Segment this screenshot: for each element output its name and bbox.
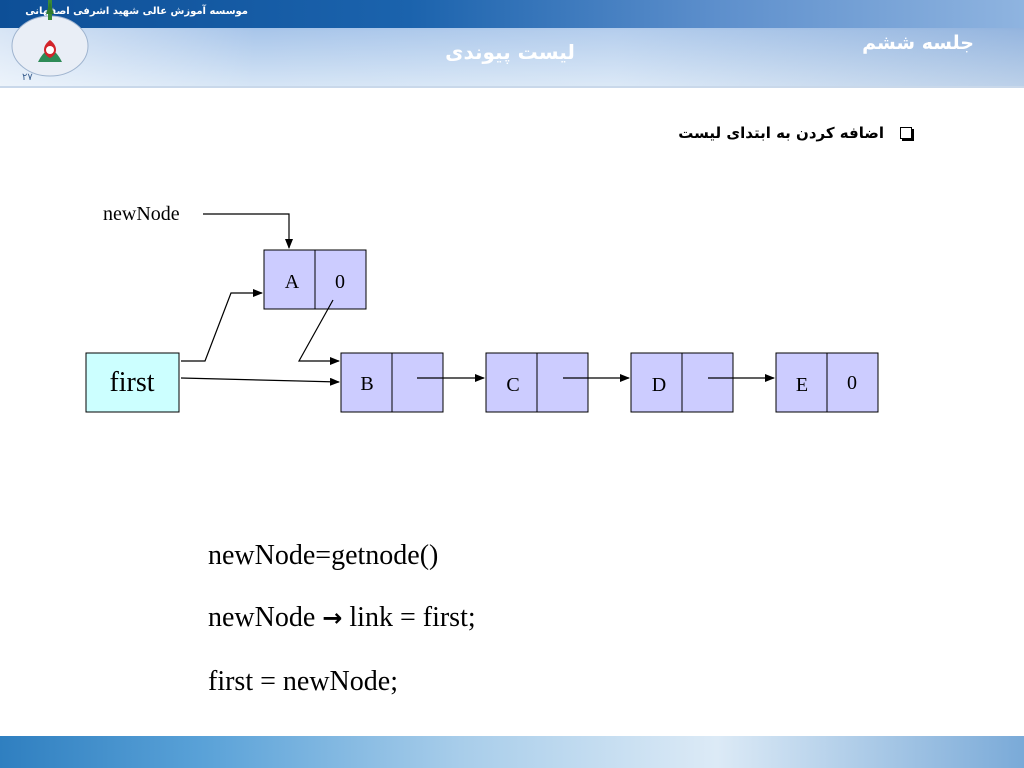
code-line-getnode: newNode=getnode()	[208, 540, 439, 571]
code-line-link-start: newNode	[208, 602, 323, 633]
code-line-link: newNode → link = first;	[208, 602, 476, 634]
code-line-assign: first = newNode;	[208, 666, 398, 697]
node-d: D	[630, 352, 734, 413]
node-d-data: D	[652, 374, 666, 396]
node-c-data: C	[506, 374, 519, 396]
session-label: جلسه ششم	[862, 32, 974, 54]
first-pointer-label: first	[109, 367, 154, 398]
bullet-text: اضافه کردن به ابتدای لیست	[678, 124, 884, 142]
first-to-b-arrow	[180, 377, 340, 386]
node-b-data: B	[360, 373, 373, 395]
right-arrow-icon: →	[322, 604, 343, 632]
node-a-data: A	[285, 271, 300, 293]
first-to-a-arrow	[181, 289, 263, 362]
node-a-link: 0	[335, 271, 345, 293]
node-e-link: 0	[847, 372, 857, 394]
slide-footer	[0, 736, 1024, 768]
node-c: C	[485, 352, 589, 413]
institute-name: موسسه آموزش عالی شهید اشرفی اصفهانی	[25, 6, 248, 17]
node-e-data: E	[796, 374, 808, 396]
checkbox-bullet-icon	[900, 127, 912, 139]
header-top-strip	[0, 0, 1024, 28]
node-e: E 0	[775, 352, 879, 413]
institute-logo-icon: ۲۷	[11, 0, 89, 83]
slide-header: موسسه آموزش عالی شهید اشرفی اصفهانی ۲۷ ل…	[0, 0, 1024, 88]
slide-title: لیست پیوندی	[445, 40, 575, 64]
node-b: B	[340, 352, 444, 413]
header-divider	[0, 86, 1024, 88]
svg-text:۲۷: ۲۷	[22, 72, 33, 83]
first-pointer-box: first	[85, 352, 180, 413]
a-to-b-arrow	[297, 299, 340, 365]
code-line-link-end: link = first;	[342, 602, 476, 633]
newnode-pointer-arrow	[203, 213, 293, 249]
node-a: A 0	[263, 249, 367, 310]
header-shade	[0, 28, 1024, 88]
bullet-item: اضافه کردن به ابتدای لیست	[678, 124, 912, 142]
newnode-pointer-label: newNode	[103, 203, 180, 225]
